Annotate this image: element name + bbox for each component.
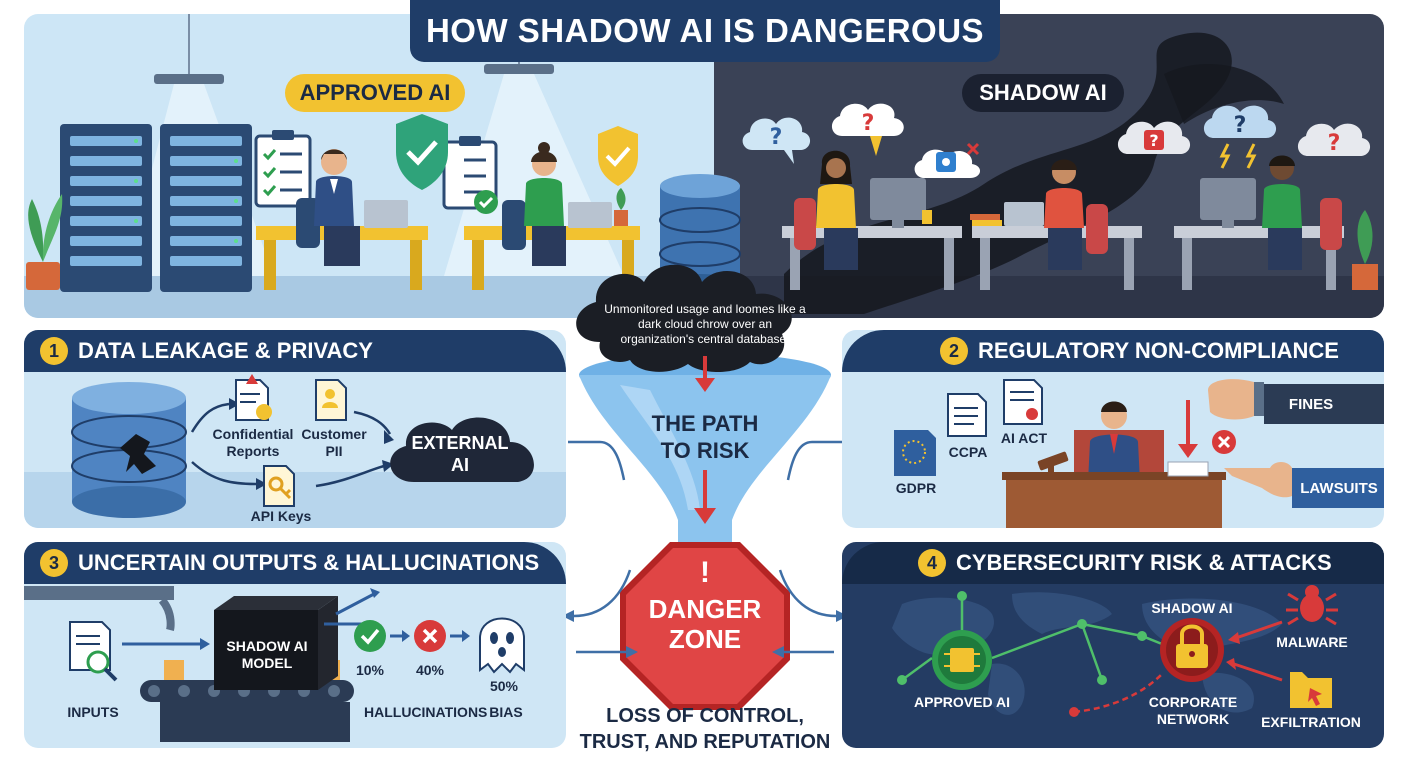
danger-mark: ! bbox=[700, 556, 710, 589]
question-cloud-icon: ? bbox=[1117, 121, 1191, 154]
server-rack-icon bbox=[60, 124, 252, 292]
percent-correct: 10% bbox=[355, 662, 385, 678]
ccpa-document-icon bbox=[947, 393, 987, 437]
danger-zone-label: DANGER ZONE bbox=[648, 594, 762, 654]
connector-arrows bbox=[562, 440, 848, 658]
ai-act-label: AI ACT bbox=[1000, 430, 1048, 446]
panel-cybersecurity: 4 CYBERSECURITY RISK & ATTACKS bbox=[842, 542, 1384, 748]
percent-hallucination: 40% bbox=[415, 662, 445, 678]
pointing-hand-icon bbox=[1224, 462, 1292, 498]
malware-label: MALWARE bbox=[1276, 634, 1348, 650]
shadow-ai-model-label: SHADOW AI MODEL bbox=[226, 638, 308, 671]
lock-icon bbox=[1160, 618, 1224, 682]
employee-figure bbox=[1044, 159, 1108, 270]
database-icon bbox=[71, 382, 187, 518]
regulatory-illustration bbox=[894, 379, 1384, 528]
svg-text:?: ? bbox=[862, 111, 875, 136]
bug-icon bbox=[1286, 585, 1338, 626]
checklist-icon bbox=[254, 130, 312, 208]
external-ai-label: EXTERNAL AI bbox=[411, 433, 509, 475]
fist-icon bbox=[1208, 379, 1264, 420]
official-figure bbox=[1088, 401, 1140, 482]
customer-pii-label: Customer PII bbox=[301, 426, 367, 459]
ghost-icon bbox=[479, 617, 525, 674]
employee-figure bbox=[794, 150, 858, 270]
cloud-caption: Unmonitored usage and loomes like a dark… bbox=[604, 302, 806, 346]
shield-check-icon bbox=[598, 126, 638, 186]
question-cloud-icon: ? bbox=[742, 117, 811, 164]
path-to-risk-label: THE PATH TO RISK bbox=[651, 411, 759, 463]
fines-label: FINES bbox=[1288, 396, 1334, 413]
plant-icon bbox=[26, 194, 63, 290]
ai-act-document-icon bbox=[1003, 379, 1043, 425]
cloud-icon bbox=[390, 417, 534, 482]
customer-pii-icon bbox=[315, 379, 347, 421]
top-scene: ? ? ? ? ? bbox=[24, 14, 1384, 318]
svg-text:?: ? bbox=[1328, 131, 1341, 156]
confidential-report-icon bbox=[235, 374, 272, 421]
shadow-ai-node-label: SHADOW AI bbox=[1151, 600, 1233, 616]
lawsuits-label: LAWSUITS bbox=[1300, 480, 1378, 497]
panel-number: 2 bbox=[940, 337, 968, 365]
question-cloud-icon: ? bbox=[831, 103, 904, 156]
panel-number: 3 bbox=[40, 549, 68, 577]
employee-figure bbox=[502, 142, 612, 266]
approved-ai-node-label: APPROVED AI bbox=[914, 694, 1010, 710]
office-scene-illustration: ? ? ? ? ? bbox=[24, 14, 1384, 318]
loss-of-control-text: LOSS OF CONTROL, TRUST, AND REPUTATION bbox=[579, 705, 831, 753]
svg-text:?: ? bbox=[770, 125, 783, 150]
panel-number: 4 bbox=[918, 549, 946, 577]
bias-label: BIAS bbox=[489, 704, 523, 720]
panel-number: 1 bbox=[40, 337, 68, 365]
data-leak-illustration bbox=[24, 374, 566, 528]
danger-sign-icon bbox=[620, 542, 790, 710]
confidential-reports-label: Confidential Reports bbox=[212, 426, 294, 459]
svg-text:?: ? bbox=[1234, 113, 1247, 138]
gdpr-document-icon bbox=[894, 430, 936, 476]
folder-icon bbox=[1290, 672, 1332, 708]
page-title: HOW SHADOW AI IS DANGEROUS bbox=[410, 0, 1000, 62]
ccpa-label: CCPA bbox=[948, 444, 988, 460]
document-search-icon bbox=[69, 621, 118, 682]
shield-check-icon bbox=[396, 114, 448, 190]
svg-text:?: ? bbox=[1149, 131, 1158, 150]
panel-title: DATA LEAKAGE & PRIVACY bbox=[78, 338, 373, 363]
inputs-label: INPUTS bbox=[67, 704, 119, 720]
panel-uncertain-outputs: 3 UNCERTAIN OUTPUTS & HALLUCINATIONS bbox=[24, 542, 566, 748]
checklist-icon bbox=[442, 136, 498, 214]
panel-title: CYBERSECURITY RISK & ATTACKS bbox=[956, 550, 1332, 575]
shadow-ai-label: SHADOW AI bbox=[962, 74, 1124, 112]
employee-figure bbox=[296, 149, 408, 266]
gdpr-label: GDPR bbox=[895, 480, 937, 496]
api-keys-label: API Keys bbox=[250, 508, 312, 524]
panel-title: REGULATORY NON-COMPLIANCE bbox=[978, 338, 1339, 363]
percent-bias: 50% bbox=[489, 678, 519, 694]
question-cloud-icon: ? bbox=[1297, 123, 1371, 156]
chip-icon bbox=[932, 630, 992, 690]
outputs-illustration bbox=[24, 586, 525, 742]
employee-figure bbox=[1262, 155, 1342, 270]
hallucinations-label: HALLUCINATIONS bbox=[364, 704, 488, 720]
funnel-illustration bbox=[576, 174, 831, 710]
panel-title: UNCERTAIN OUTPUTS & HALLUCINATIONS bbox=[78, 550, 540, 575]
gear-cloud-icon bbox=[914, 142, 981, 178]
exfiltration-label: EXFILTRATION bbox=[1261, 714, 1361, 730]
black-box-icon bbox=[214, 596, 338, 690]
network-attack-illustration bbox=[892, 585, 1338, 717]
panel-regulatory: 2 REGULATORY NON-COMPLIANCE bbox=[842, 330, 1384, 528]
approved-ai-label: APPROVED AI bbox=[285, 74, 465, 112]
gavel-icon bbox=[1037, 451, 1069, 480]
corporate-network-label: CORPORATE NETWORK bbox=[1148, 694, 1238, 727]
key-icon bbox=[263, 465, 295, 507]
panel-data-leakage: 1 DATA LEAKAGE & PRIVACY bbox=[24, 330, 566, 528]
question-cloud-icon: ? bbox=[1203, 105, 1277, 169]
